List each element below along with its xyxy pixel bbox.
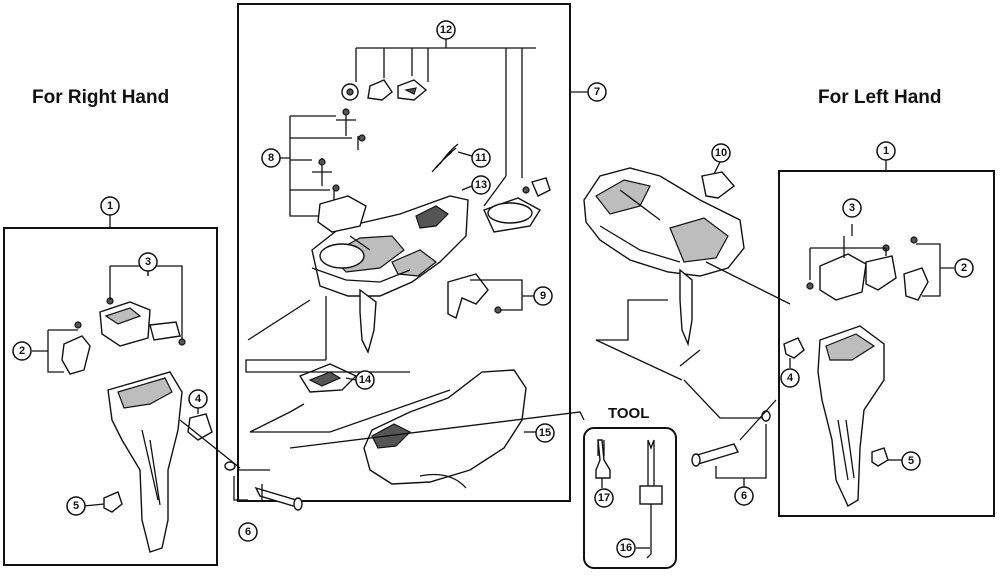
callout-13: 13 [471, 175, 491, 195]
callout-6-left: 6 [734, 486, 754, 506]
svg-text:5: 5 [73, 500, 79, 512]
left-body-assembly [583, 161, 791, 419]
svg-text:7: 7 [594, 86, 600, 98]
axle-right [179, 419, 303, 511]
svg-text:3: 3 [849, 202, 855, 214]
callout-10: 10 [711, 143, 731, 163]
axle-left [691, 399, 777, 488]
svg-text:4: 4 [195, 393, 202, 405]
center-parts-frame [237, 3, 571, 502]
callout-3-right: 3 [138, 252, 158, 272]
svg-text:2: 2 [19, 345, 25, 357]
callout-2-right: 2 [12, 341, 32, 361]
callout-8: 8 [261, 148, 281, 168]
right-hand-title: For Right Hand [32, 87, 170, 108]
svg-text:10: 10 [715, 147, 727, 159]
tool-assembly [595, 439, 663, 559]
tool-fork-icon [595, 439, 611, 479]
callout-17: 17 [594, 488, 614, 508]
callout-4-left: 4 [780, 368, 800, 388]
tool-pin-icon [639, 485, 663, 505]
tool-frame [583, 427, 677, 569]
callout-16: 16 [616, 538, 636, 558]
callout-11: 11 [471, 148, 491, 168]
svg-text:2: 2 [961, 262, 967, 274]
callout-7: 7 [587, 82, 607, 102]
svg-text:13: 13 [475, 179, 487, 191]
left-hand-title: For Left Hand [818, 87, 942, 108]
svg-text:6: 6 [245, 526, 251, 538]
svg-text:12: 12 [440, 24, 452, 36]
callout-4-right: 4 [188, 389, 208, 409]
svg-text:5: 5 [908, 455, 914, 467]
svg-text:1: 1 [107, 200, 113, 212]
callout-12: 12 [436, 20, 456, 40]
svg-text:16: 16 [620, 542, 632, 554]
svg-text:15: 15 [539, 427, 551, 439]
left-hand-assembly [783, 160, 954, 508]
svg-text:6: 6 [741, 490, 747, 502]
svg-text:11: 11 [475, 152, 487, 164]
callout-15: 15 [535, 423, 555, 443]
right-hand-assembly [32, 212, 213, 553]
callout-2-left: 2 [954, 258, 974, 278]
svg-text:1: 1 [883, 145, 889, 157]
callout-1-left: 1 [876, 141, 896, 161]
callout-5-right: 5 [66, 496, 86, 516]
callout-3-left: 3 [842, 198, 862, 218]
center-assembly [245, 38, 588, 489]
callout-1-right: 1 [100, 196, 120, 216]
svg-text:4: 4 [787, 372, 794, 384]
callout-6-right: 6 [238, 522, 258, 542]
callout-5-left: 5 [901, 451, 921, 471]
svg-text:9: 9 [540, 290, 546, 302]
callout-9: 9 [533, 286, 553, 306]
left-hand-frame [778, 170, 995, 517]
svg-text:14: 14 [359, 374, 372, 386]
callout-14: 14 [355, 370, 375, 390]
svg-text:17: 17 [598, 492, 610, 504]
svg-text:8: 8 [268, 152, 274, 164]
svg-text:3: 3 [145, 256, 151, 268]
tool-title: TOOL [608, 405, 650, 422]
